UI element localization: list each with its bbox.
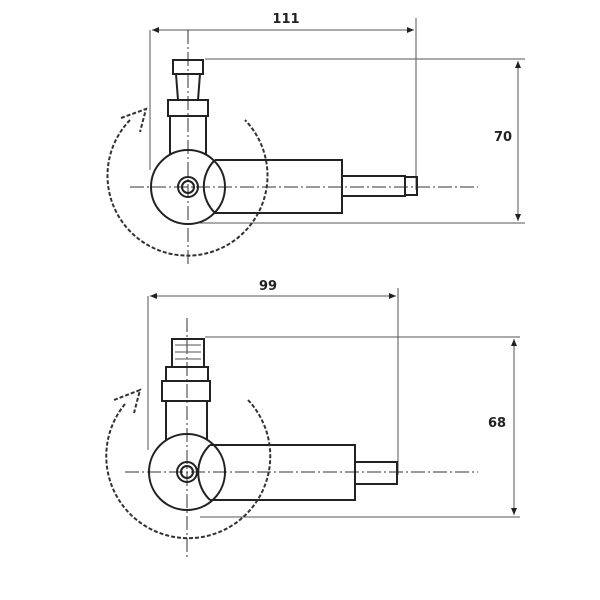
height-label-bottom: 68 <box>488 416 506 431</box>
height-label-top: 70 <box>494 130 512 145</box>
width-label-bottom: 99 <box>259 279 277 294</box>
fitting-body-top <box>150 59 418 225</box>
width-dimension-bottom: 99 <box>147 279 399 475</box>
width-label-top: 111 <box>272 12 299 27</box>
top-fitting-drawing: 111 70 <box>106 12 525 265</box>
bottom-fitting-drawing: 99 68 <box>105 279 520 560</box>
width-dimension-top: 111 <box>149 12 417 190</box>
height-dimension-bottom: 68 <box>200 336 520 518</box>
fitting-body-bottom <box>148 338 398 511</box>
height-dimension-top: 70 <box>200 58 525 224</box>
rotation-arrow-icon <box>105 388 272 540</box>
rotation-arrow-icon <box>106 107 269 257</box>
